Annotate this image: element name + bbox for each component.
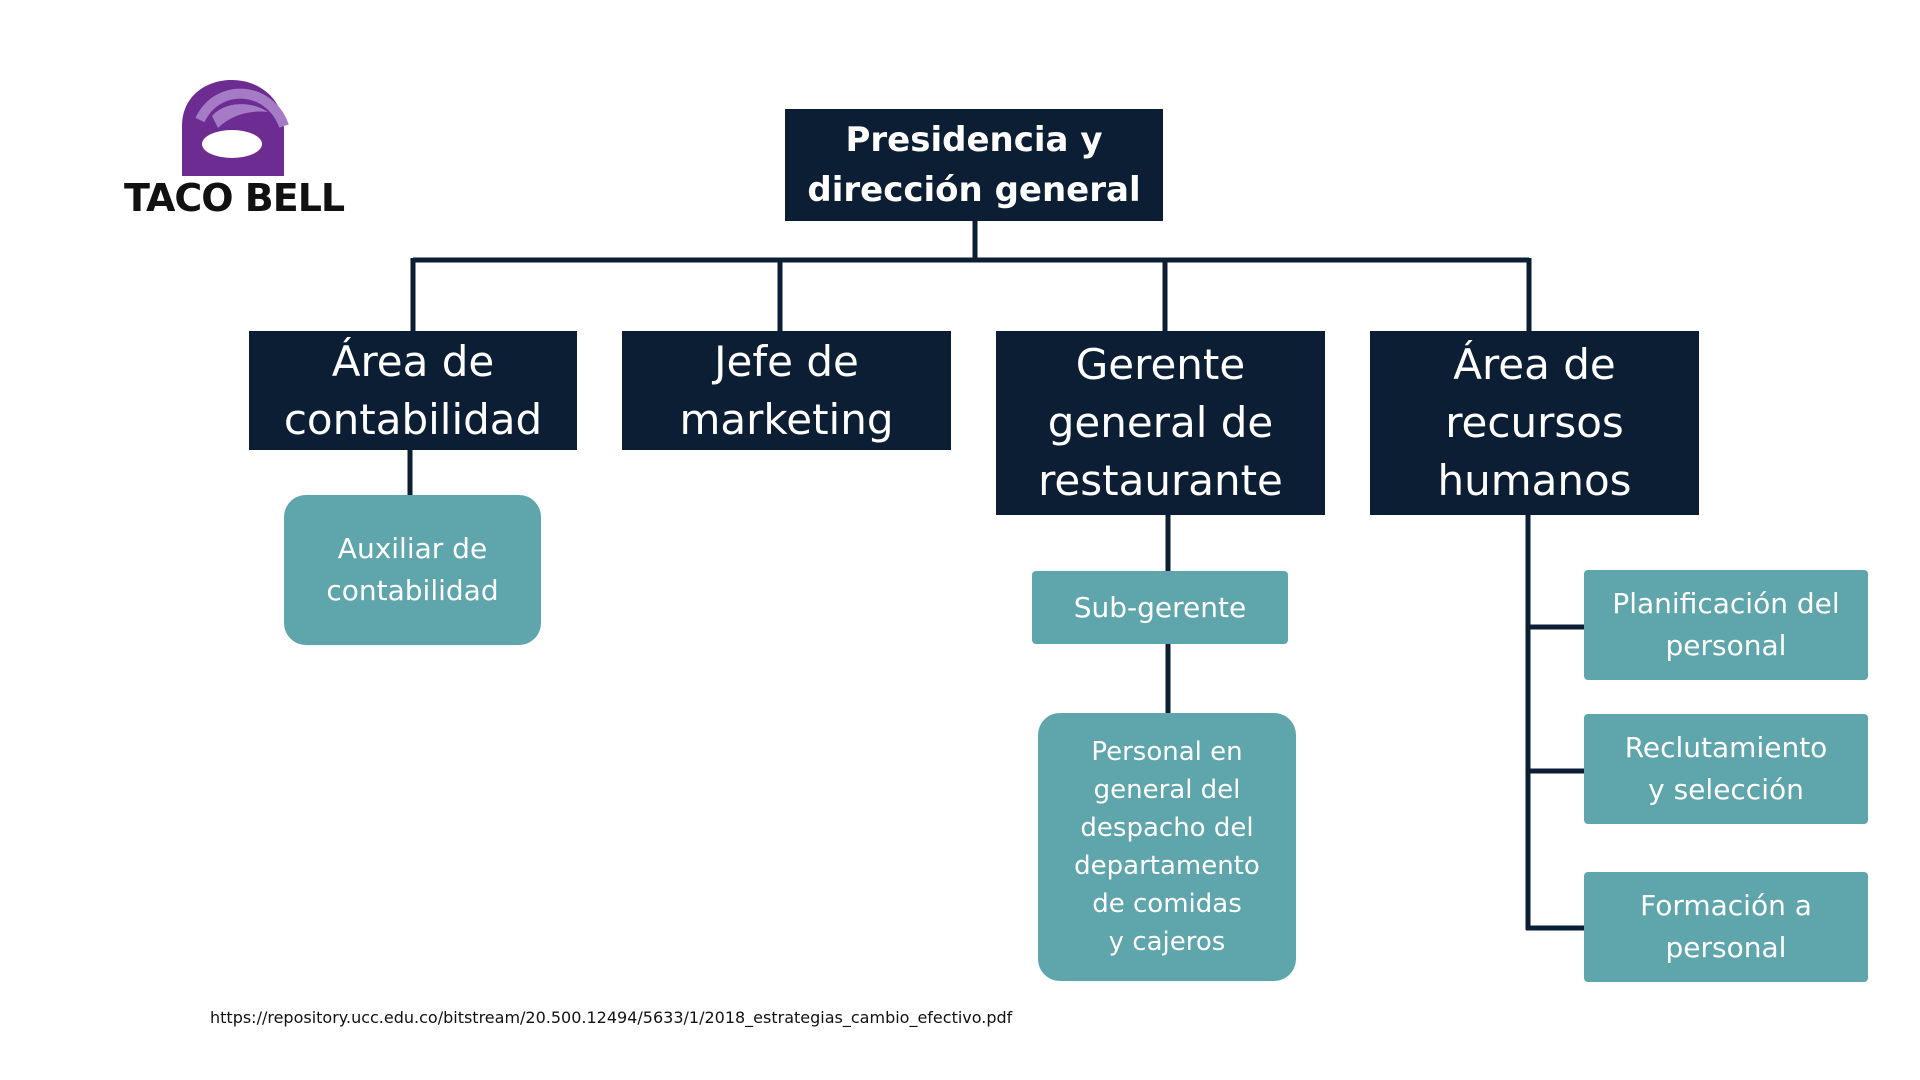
org-node-area-contabilidad: Área de contabilidad [249,331,577,450]
taco-bell-logo [182,80,289,176]
source-url: https://repository.ucc.edu.co/bitstream/… [210,1008,1013,1027]
org-node-sub-gerente: Sub-gerente [1032,571,1288,644]
org-node-recursos-humanos: Área de recursos humanos [1370,331,1699,515]
bell-highlight-icon [212,104,268,128]
brand-name: TACO BELL [124,176,345,220]
org-node-formacion-personal: Formación a personal [1584,872,1868,982]
org-node-gerente-general: Gerente general de restaurante [996,331,1325,515]
bell-clapper-icon [202,130,262,158]
org-node-planificacion-personal: Planificación del personal [1584,570,1868,680]
org-node-presidencia: Presidencia y dirección general [785,109,1163,221]
bell-arc-icon [195,88,289,128]
org-node-reclutamiento-seleccion: Reclutamiento y selección [1584,714,1868,824]
org-node-jefe-marketing: Jefe de marketing [622,331,951,450]
org-node-personal-general: Personal en general del despacho del dep… [1038,713,1296,981]
org-node-auxiliar-contabilidad: Auxiliar de contabilidad [284,495,541,645]
